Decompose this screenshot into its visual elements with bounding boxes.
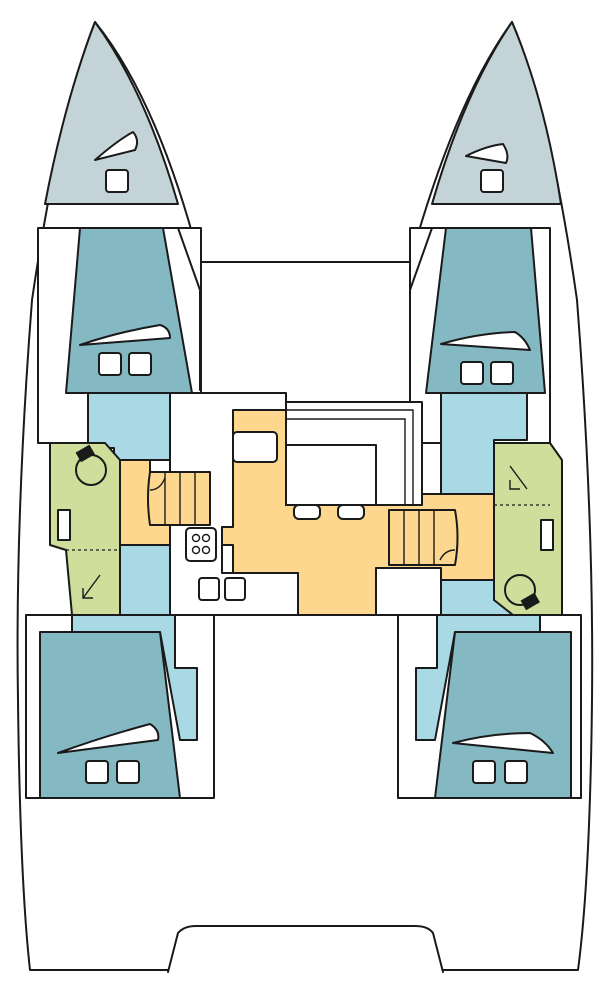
window-icon (465, 143, 509, 164)
window-icon (440, 331, 531, 351)
sink-icon (540, 519, 554, 551)
shower-icon (82, 574, 101, 599)
window-icon (79, 324, 171, 346)
starboard-aft-cabin (434, 631, 572, 799)
stairs-icon (147, 471, 211, 526)
sink-icon (57, 509, 71, 541)
stairs-icon (388, 509, 459, 566)
sink-icon (198, 577, 220, 601)
window-icon (94, 131, 139, 161)
port-aft-cabin (39, 631, 181, 799)
pillow-icon (116, 760, 140, 784)
starboard-aft-corridor (415, 614, 541, 741)
window-icon (480, 169, 504, 193)
pillow-icon (128, 352, 152, 376)
window-icon (57, 723, 160, 754)
pillow-icon (490, 361, 514, 385)
pillow-icon (504, 760, 528, 784)
pillow-icon (98, 352, 122, 376)
pillow-icon (293, 504, 321, 520)
pillow-icon (460, 361, 484, 385)
aft-cockpit (167, 925, 444, 973)
pillow-icon (472, 760, 496, 784)
window-icon (105, 169, 129, 193)
starboard-hull-wall (409, 227, 433, 391)
pillow-icon (85, 760, 109, 784)
shower-icon (509, 465, 528, 490)
port-bow-locker (44, 21, 179, 205)
galley-cabinet (232, 431, 278, 463)
toilet-icon (504, 574, 540, 611)
port-aft-corridor (71, 614, 198, 741)
salon-settee (285, 401, 423, 520)
sink-icon (224, 577, 246, 601)
stove-icon (185, 527, 217, 562)
port-hull-wall (177, 227, 201, 391)
nav-counter (375, 567, 442, 616)
toilet-icon (75, 444, 107, 486)
pillow-icon (337, 504, 365, 520)
starboard-forward-cabin (425, 227, 546, 394)
window-icon (452, 732, 554, 754)
starboard-bow-locker (431, 21, 562, 205)
